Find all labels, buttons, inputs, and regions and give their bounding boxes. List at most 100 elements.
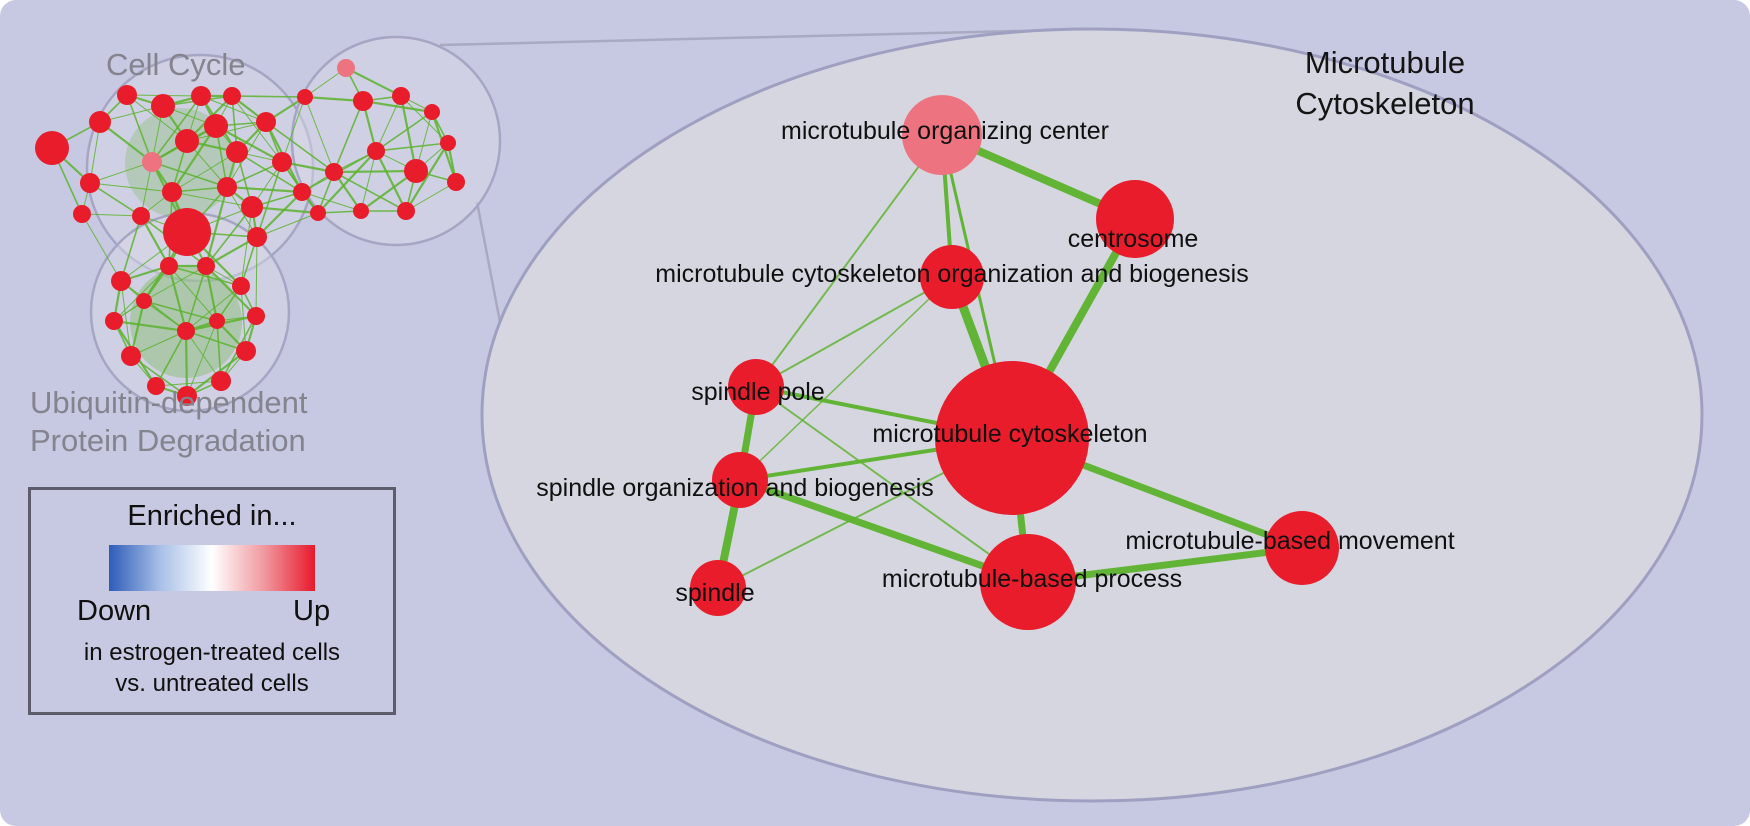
network-node	[272, 152, 292, 172]
legend-caption: in estrogen-treated cells vs. untreated …	[83, 639, 341, 697]
node-label-sporg: spindle organization and biogenesis	[536, 474, 934, 502]
network-node-sporg	[712, 452, 768, 508]
network-node	[404, 159, 428, 183]
network-edge	[89, 182, 173, 193]
network-node	[440, 135, 456, 151]
network-node	[132, 207, 150, 225]
network-edge	[739, 276, 953, 481]
network-edge	[151, 95, 202, 163]
network-node	[177, 322, 195, 340]
network-edge	[399, 95, 418, 172]
network-edge	[333, 171, 407, 212]
network-edge	[226, 185, 303, 194]
network-edge	[171, 125, 217, 193]
network-node	[73, 205, 91, 223]
network-node	[175, 129, 199, 153]
network-node	[177, 386, 197, 406]
network-node-movement	[1265, 511, 1339, 585]
network-node	[204, 114, 228, 138]
network-edge	[738, 476, 1030, 586]
network-edge	[333, 100, 364, 173]
network-edge	[256, 212, 319, 238]
network-edge	[113, 319, 187, 333]
network-node	[247, 307, 265, 325]
network-node	[247, 227, 267, 247]
network-node	[232, 277, 250, 295]
network-edge	[240, 206, 253, 287]
network-edge	[151, 161, 228, 188]
network-node-moc	[902, 95, 982, 175]
network-node	[447, 173, 465, 191]
network-edge	[236, 151, 303, 193]
network-node	[142, 152, 162, 172]
network-node	[337, 59, 355, 77]
network-edge	[755, 386, 1029, 583]
network-node	[353, 91, 373, 111]
legend-box: Enriched in... Down Up in estrogen-treat…	[28, 487, 396, 715]
network-node	[111, 271, 131, 291]
node-label-org: microtubule cytoskeleton organization an…	[655, 260, 1248, 288]
network-edge	[81, 213, 122, 282]
network-edge	[155, 330, 187, 387]
network-edge	[375, 95, 402, 152]
network-node-cyto	[935, 361, 1089, 515]
network-node	[35, 131, 69, 165]
network-node	[310, 205, 326, 221]
network-edge	[301, 191, 362, 212]
network-edge	[126, 94, 153, 163]
network-node-process	[980, 534, 1076, 630]
network-node	[160, 257, 178, 275]
network-edge	[345, 67, 402, 97]
network-edge	[89, 182, 142, 217]
network-node	[293, 183, 311, 201]
network-edge	[171, 151, 238, 193]
network-edge	[405, 142, 449, 212]
network-edge	[126, 94, 188, 142]
network-node	[236, 341, 256, 361]
network-node-pole	[728, 359, 784, 415]
network-edge	[185, 330, 247, 352]
network-edge	[205, 206, 253, 267]
network-node-spindle	[690, 560, 746, 616]
network-node	[162, 182, 182, 202]
network-node	[397, 202, 415, 220]
network-node-centrosome	[1096, 180, 1174, 258]
network-node	[105, 312, 123, 330]
network-edge	[256, 161, 283, 238]
network-edge	[140, 215, 170, 267]
network-node	[80, 173, 100, 193]
network-node	[211, 371, 231, 391]
network-node	[256, 112, 276, 132]
network-edge	[231, 95, 283, 163]
network-edge	[89, 161, 153, 184]
network-edge	[167, 265, 188, 332]
network-node	[217, 177, 237, 197]
network-edge	[375, 111, 433, 152]
network-edge	[375, 150, 407, 212]
zoom-callout-line	[475, 201, 502, 323]
network-node	[223, 87, 241, 105]
network-edge	[130, 355, 188, 397]
node-label-centrosome: centrosome	[1068, 225, 1199, 253]
network-edge	[255, 236, 258, 317]
network-edge	[304, 96, 335, 173]
network-edge	[204, 265, 219, 322]
network-edge	[186, 320, 218, 397]
network-node-org	[920, 245, 984, 309]
network-edge	[155, 380, 222, 387]
network-node	[117, 85, 137, 105]
network-node	[392, 87, 410, 105]
legend-axis-labels: Down Up	[31, 593, 393, 633]
network-edge	[215, 125, 283, 163]
network-edge	[143, 265, 207, 302]
network-node	[147, 377, 165, 395]
network-node	[297, 89, 313, 105]
network-edge	[185, 265, 207, 332]
node-label-process: microtubule-based process	[882, 565, 1182, 593]
network-edge	[281, 96, 306, 163]
network-edge	[216, 320, 222, 382]
node-label-movement: microtubule-based movement	[1125, 527, 1454, 555]
legend-down-label: Down	[77, 595, 152, 627]
network-edge	[184, 330, 189, 397]
